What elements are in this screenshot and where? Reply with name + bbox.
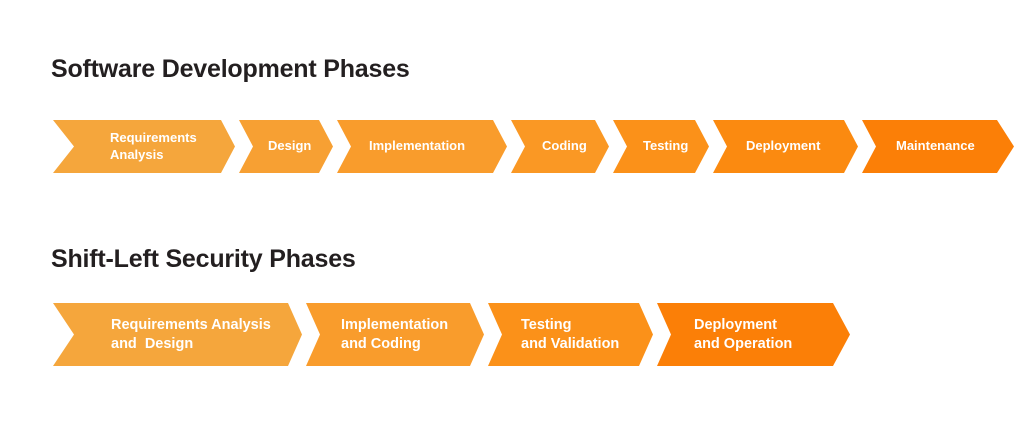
chevron-step-implementation[interactable]: Implementation bbox=[337, 120, 507, 173]
section-title-shift-left-security-phases: Shift-Left Security Phases bbox=[51, 245, 356, 273]
chevron-step-coding[interactable]: Coding bbox=[511, 120, 609, 173]
chevron-step-label: Coding bbox=[542, 138, 587, 154]
chevron-step-label: Implementation and Coding bbox=[341, 316, 449, 352]
chevron-step-label: Requirements Analysis and Design bbox=[111, 316, 271, 352]
chevron-step-design[interactable]: Design bbox=[239, 120, 333, 173]
chevron-step-label: Testing bbox=[643, 138, 689, 154]
section-title-software-development-phases: Software Development Phases bbox=[51, 55, 410, 83]
chevron-step-maintenance[interactable]: Maintenance bbox=[862, 120, 1014, 173]
chevron-step-testing[interactable]: Testing bbox=[613, 120, 709, 173]
chevron-step-requirements-analysis[interactable]: Requirements Analysis bbox=[53, 120, 235, 173]
chevron-step-label: Deployment and Operation bbox=[694, 316, 793, 352]
chevron-step-deployment[interactable]: Deployment bbox=[713, 120, 858, 173]
chevron-step-label: Maintenance bbox=[896, 138, 975, 154]
chevron-step-label: Testing and Validation bbox=[521, 316, 620, 352]
chevron-step-label: Design bbox=[268, 138, 312, 154]
chevron-step-label: Requirements Analysis bbox=[110, 129, 197, 162]
chevron-step-label: Deployment bbox=[746, 138, 821, 154]
chevron-step-testing-and-validation[interactable]: Testing and Validation bbox=[488, 303, 653, 366]
chevron-flow-software-development-phases: Requirements Analysis Design Implementat… bbox=[53, 120, 1014, 173]
chevron-flow-shift-left-security-phases: Requirements Analysis and Design Impleme… bbox=[53, 303, 850, 366]
chevron-step-label: Implementation bbox=[369, 138, 466, 154]
chevron-step-deployment-and-operation[interactable]: Deployment and Operation bbox=[657, 303, 850, 366]
chevron-step-requirements-analysis-and-design[interactable]: Requirements Analysis and Design bbox=[53, 303, 302, 366]
chevron-step-implementation-and-coding[interactable]: Implementation and Coding bbox=[306, 303, 484, 366]
